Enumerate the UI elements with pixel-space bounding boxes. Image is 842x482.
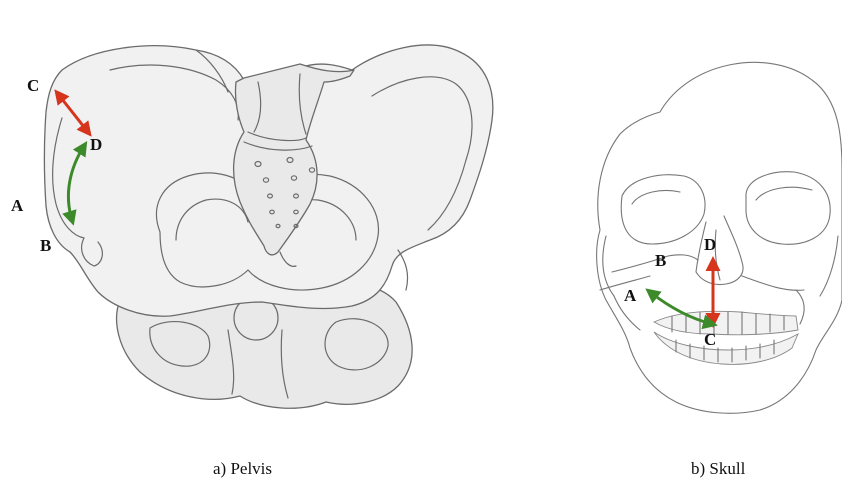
pelvis-label-c: C bbox=[27, 76, 39, 95]
pelvis-label-a: A bbox=[11, 196, 24, 215]
skull-caption: b) Skull bbox=[691, 459, 746, 478]
skull-label-b: B bbox=[655, 251, 666, 270]
skull-label-c: C bbox=[704, 330, 716, 349]
pelvis-label-b: B bbox=[40, 236, 51, 255]
pelvis-drawing bbox=[45, 45, 493, 408]
pelvis-label-d: D bbox=[90, 135, 102, 154]
pelvis-caption: a) Pelvis bbox=[213, 459, 272, 478]
skull-label-a: A bbox=[624, 286, 637, 305]
skull-label-d: D bbox=[704, 235, 716, 254]
skull-drawing bbox=[597, 62, 842, 413]
